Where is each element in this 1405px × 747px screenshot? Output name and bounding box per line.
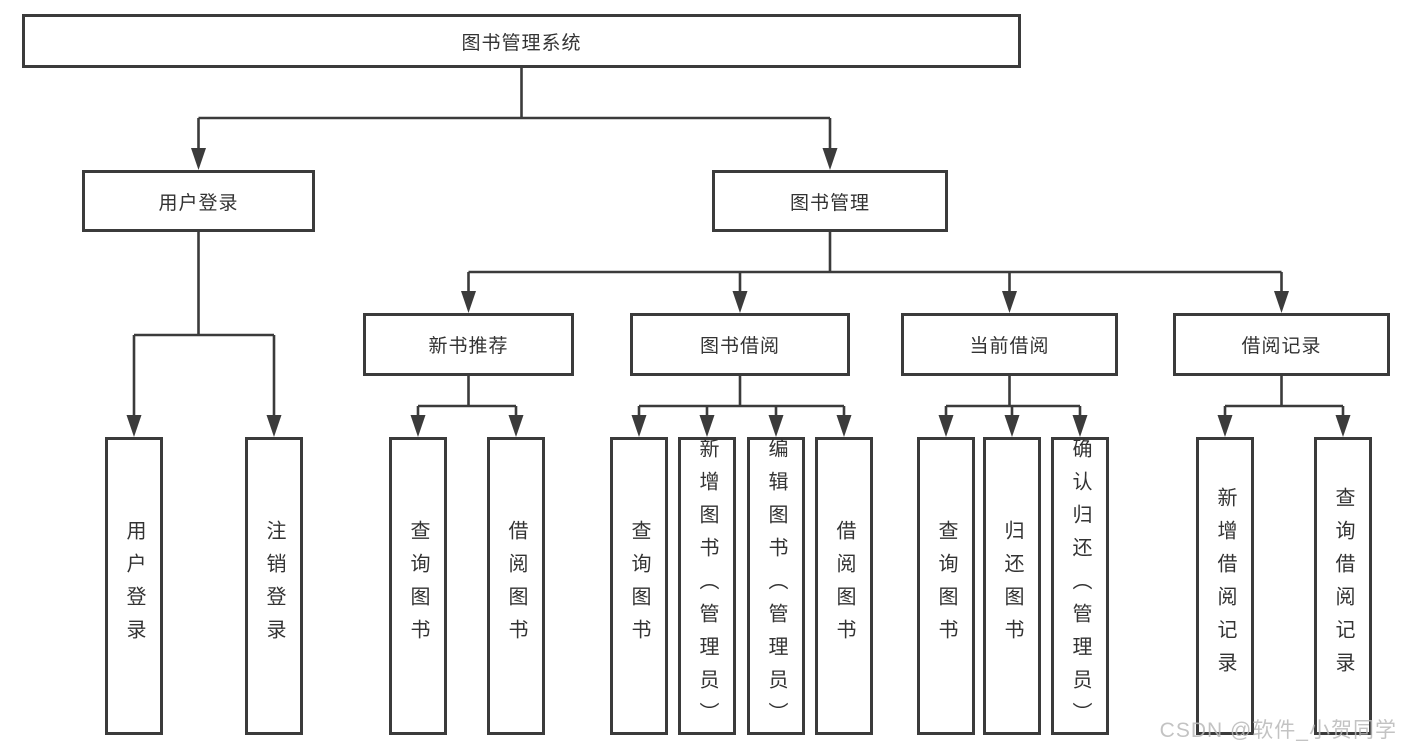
leaf-query-books-recommend: 查询图书 xyxy=(389,437,447,735)
leaf-add-book-admin: 新增图书（管理员） xyxy=(678,437,736,735)
connector-borrow-records xyxy=(1223,376,1345,418)
connector-book-management xyxy=(467,232,1283,294)
connector-book-borrow xyxy=(637,376,846,418)
leaf-query-books-current: 查询图书 xyxy=(917,437,975,735)
leaf-return-books: 归还图书 xyxy=(983,437,1041,735)
node-book-borrow: 图书借阅 xyxy=(630,313,850,376)
leaf-add-borrow-record: 新增借阅记录 xyxy=(1196,437,1254,735)
connector-user-login xyxy=(132,232,276,418)
connector-new-book-recommend xyxy=(416,376,518,418)
connector-root xyxy=(197,68,832,151)
leaf-query-books-borrow: 查询图书 xyxy=(610,437,668,735)
leaf-query-borrow-record: 查询借阅记录 xyxy=(1314,437,1372,735)
node-user-login: 用户登录 xyxy=(82,170,315,232)
csdn-watermark: CSDN @软件_小贺同学 xyxy=(1159,719,1397,742)
leaf-confirm-return-admin: 确认归还（管理员） xyxy=(1051,437,1109,735)
connector-current-borrow xyxy=(944,376,1082,418)
node-library-system: 图书管理系统 xyxy=(22,14,1021,68)
node-current-borrow: 当前借阅 xyxy=(901,313,1118,376)
node-book-management: 图书管理 xyxy=(712,170,948,232)
leaf-logout: 注销登录 xyxy=(245,437,303,735)
leaf-user-login: 用户登录 xyxy=(105,437,163,735)
leaf-borrow-books: 借阅图书 xyxy=(815,437,873,735)
leaf-borrow-books-recommend: 借阅图书 xyxy=(487,437,545,735)
node-new-book-recommend: 新书推荐 xyxy=(363,313,574,376)
node-borrow-records: 借阅记录 xyxy=(1173,313,1390,376)
leaf-edit-book-admin: 编辑图书（管理员） xyxy=(747,437,805,735)
